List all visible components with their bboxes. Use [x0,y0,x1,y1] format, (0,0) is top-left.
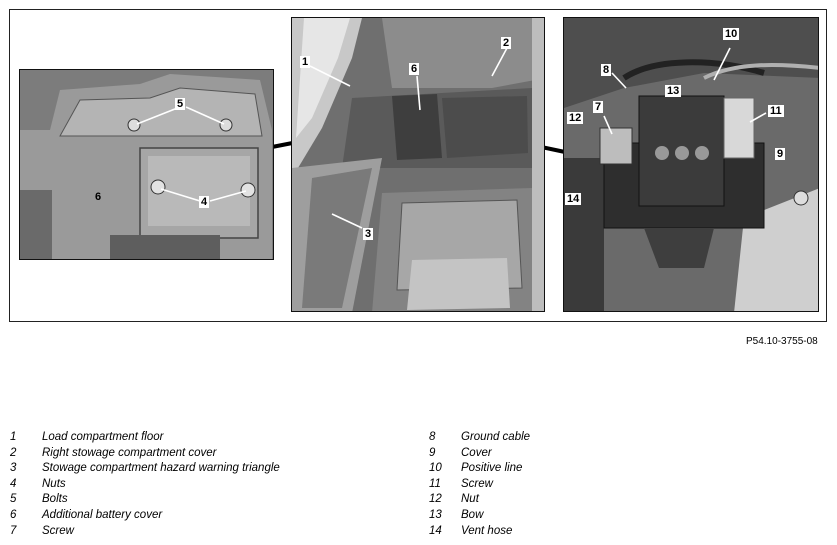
leader-line [749,112,767,123]
terminal-icon [695,146,709,160]
callout-4: 4 [199,196,210,208]
right-photo: 10 8 13 7 11 12 9 14 [563,17,819,312]
callout-14: 14 [565,193,582,205]
detail-photo-left-art [20,70,273,259]
leader-line [603,115,613,135]
callout-1: 1 [300,56,311,68]
leader-line [136,106,181,125]
leader-line [209,190,247,202]
leader-line [713,47,731,81]
leader-line [491,47,508,77]
nut-icon [150,179,166,195]
nut-icon [240,182,256,198]
terminal-icon [655,146,669,160]
leader-line [160,188,201,202]
callout-12: 12 [567,112,584,124]
callout-3: 3 [363,228,374,240]
bolt-icon [219,118,233,132]
callout-9: 9 [775,148,786,160]
leader-line [309,65,351,87]
leader-line [611,72,627,89]
leader-line [331,213,363,229]
bolt-icon [127,118,141,132]
leader-line [185,106,225,125]
screw-icon [793,190,809,206]
callout-7: 7 [593,101,604,113]
figure-reference: P54.10-3755-08 [746,336,818,347]
leader-line [416,75,421,111]
detail-photo-left: 5 6 4 [19,69,274,260]
callout-8: 8 [601,64,612,76]
callout-6: 6 [409,63,420,75]
callout-11: 11 [768,105,784,117]
center-photo: 1 2 6 3 [291,17,545,312]
callout-5: 5 [175,98,186,110]
callout-10: 10 [723,28,740,40]
callout-6: 6 [95,191,102,203]
callout-13: 13 [665,85,682,97]
terminal-icon [675,146,689,160]
right-photo-art [564,18,818,311]
callout-2: 2 [501,37,512,49]
